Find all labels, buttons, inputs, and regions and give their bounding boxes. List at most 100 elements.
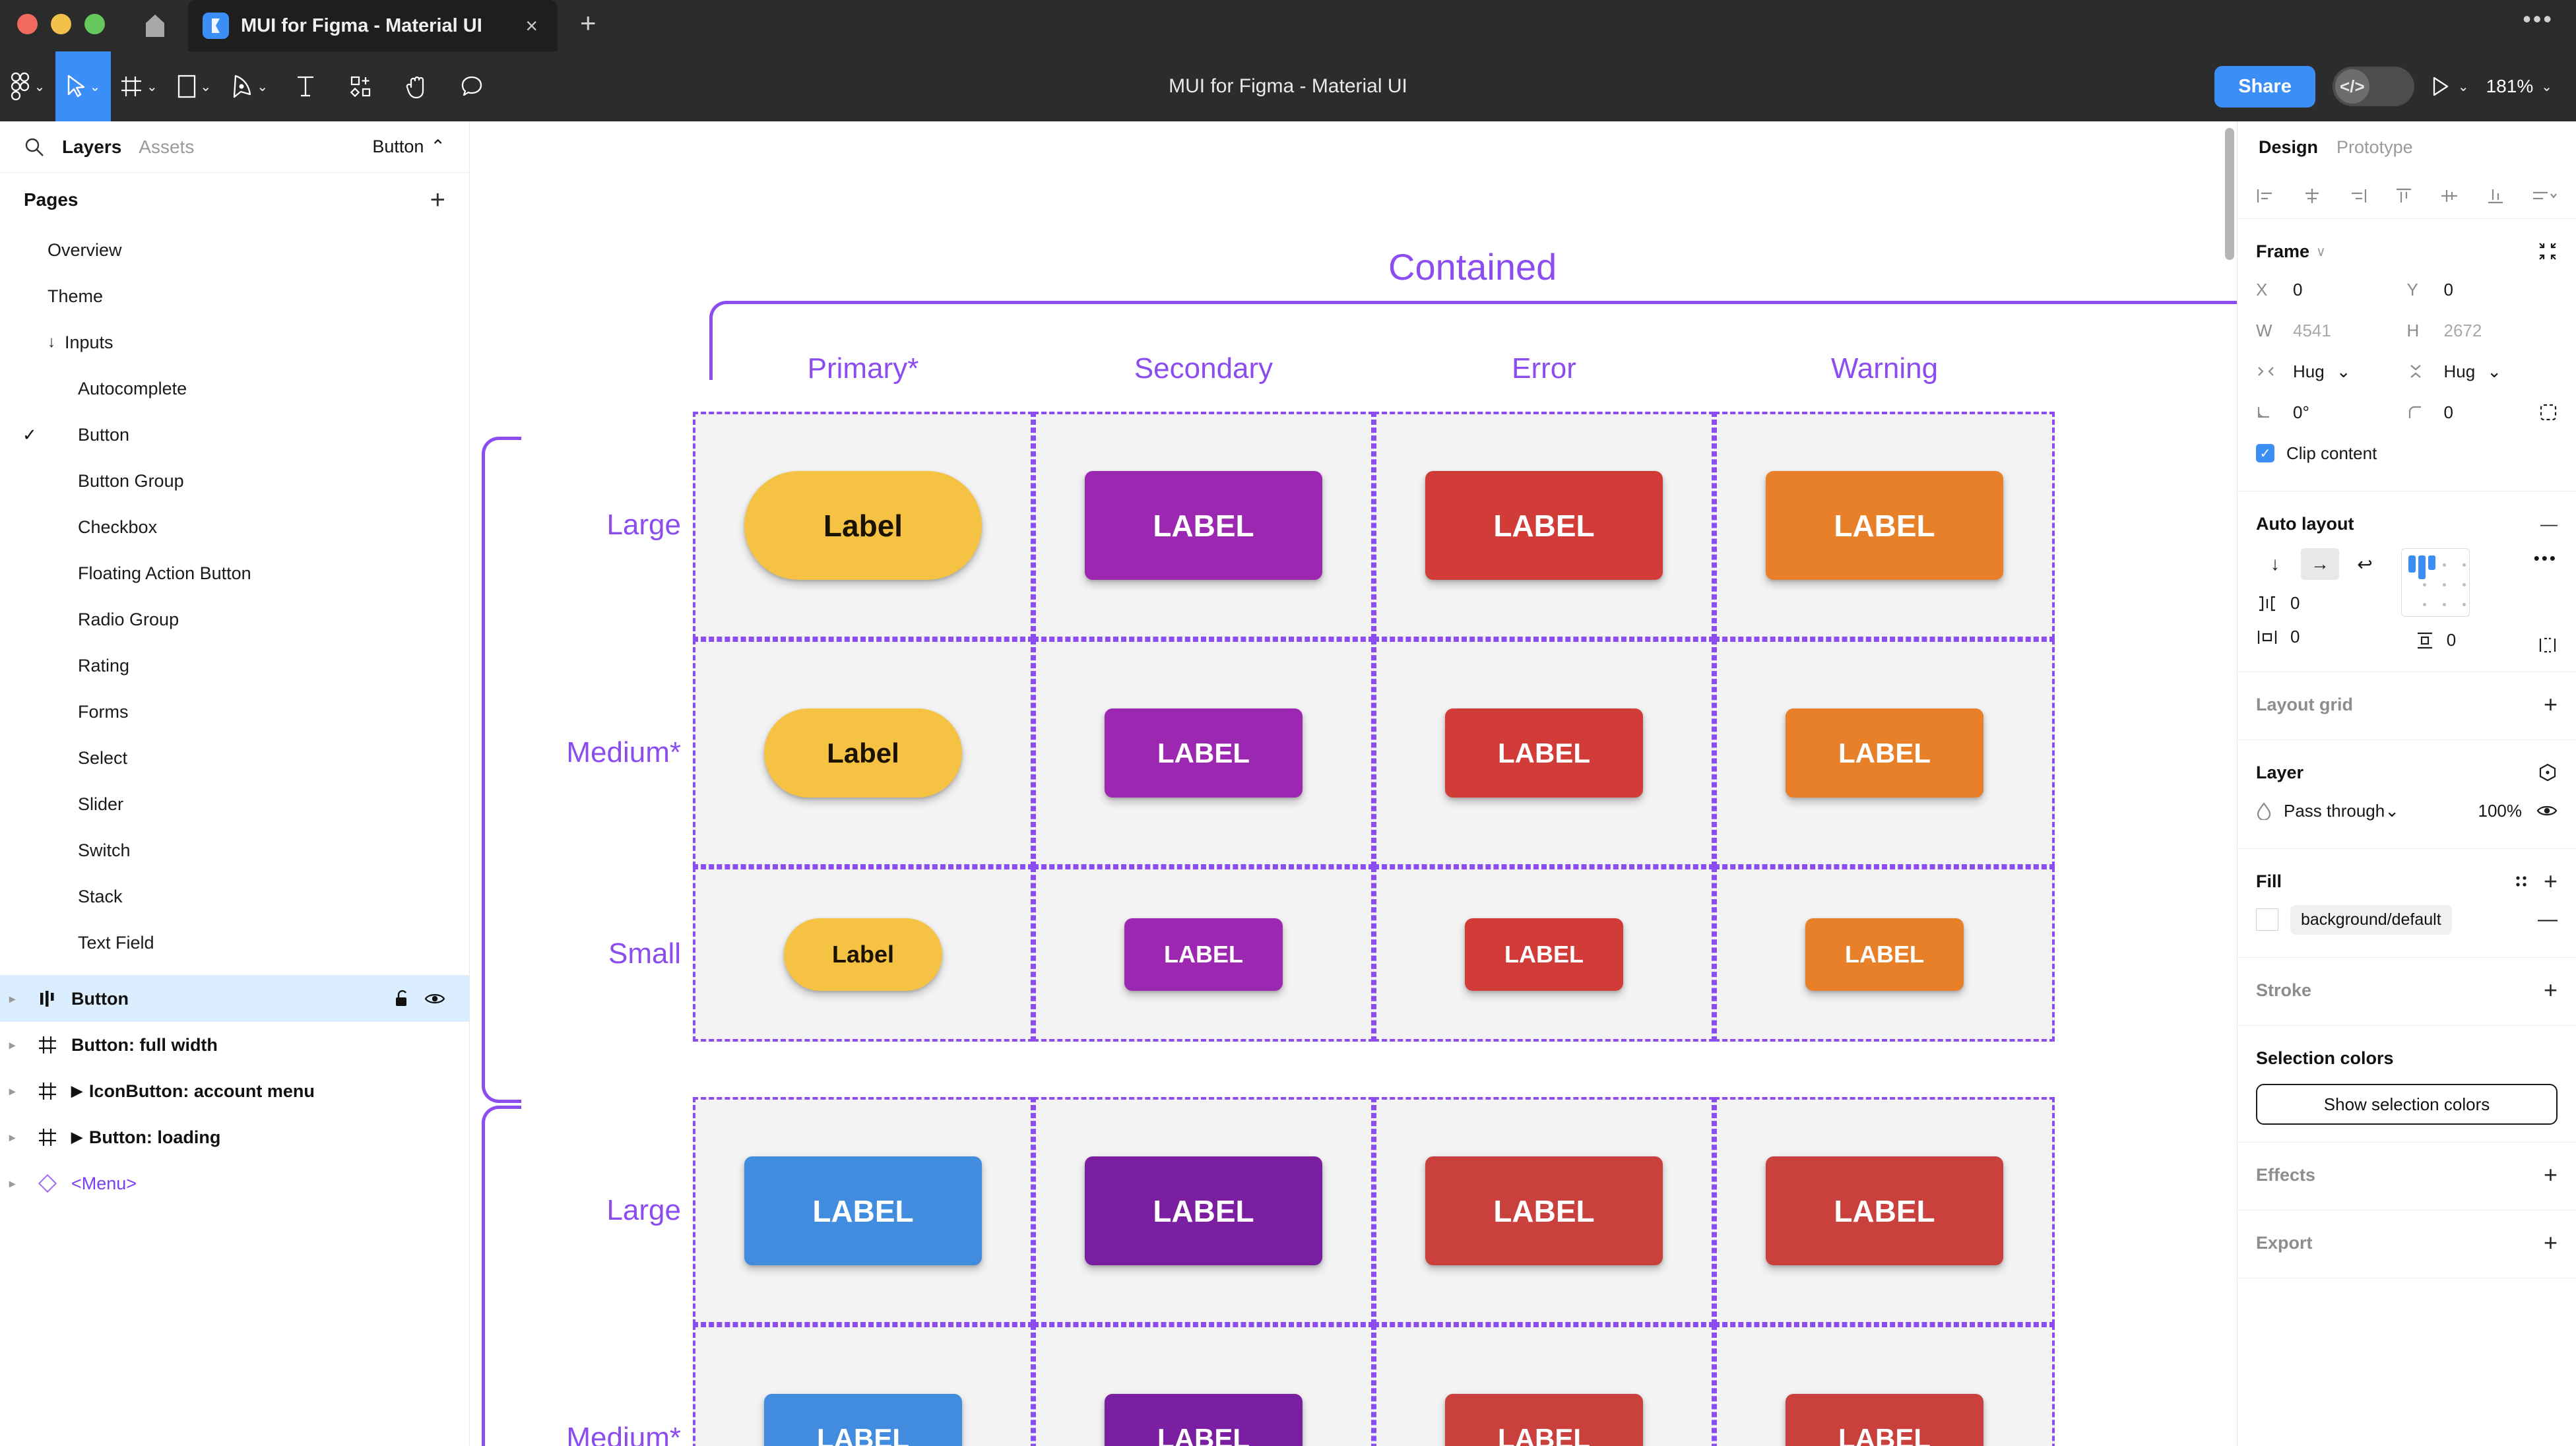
outlined-button-1-0[interactable]: LABEL: [764, 1394, 962, 1446]
layer-disclosure-caret-icon[interactable]: ▸: [9, 1130, 16, 1144]
fill-color-swatch[interactable]: [2256, 908, 2278, 931]
page-item-checkbox[interactable]: Checkbox: [0, 504, 469, 550]
contained-button-2-1[interactable]: LABEL: [1124, 918, 1283, 991]
align-right-icon[interactable]: [2348, 187, 2367, 204]
page-item-slider[interactable]: Slider: [0, 781, 469, 827]
tool-comment[interactable]: [444, 51, 499, 121]
chevron-down-icon[interactable]: ⌄: [2457, 79, 2469, 94]
outlined-button-1-3[interactable]: LABEL: [1786, 1394, 1983, 1446]
canvas-vertical-scrollbar[interactable]: [2225, 128, 2234, 260]
browser-tab-active[interactable]: MUI for Figma - Material UI ×: [188, 0, 558, 51]
contained-button-1-2[interactable]: LABEL: [1445, 708, 1643, 798]
layer-disclosure-caret-icon[interactable]: ▸: [9, 1038, 16, 1052]
tool-shape[interactable]: ⌄: [167, 51, 222, 121]
tab-layers[interactable]: Layers: [62, 136, 122, 157]
add-export-button[interactable]: +: [2543, 1229, 2558, 1256]
vertical-resize-field[interactable]: Hug ⌄: [2407, 362, 2558, 382]
search-icon[interactable]: [24, 137, 45, 158]
page-item-autocomplete[interactable]: Autocomplete: [0, 365, 469, 412]
width-field[interactable]: W 4541: [2256, 321, 2407, 341]
minimize-window-button[interactable]: [51, 14, 71, 34]
opacity-value[interactable]: 100%: [2478, 800, 2523, 821]
tab-design[interactable]: Design: [2259, 137, 2319, 157]
horizontal-padding-value[interactable]: 0: [2290, 627, 2300, 646]
fill-style-name[interactable]: background/default: [2290, 904, 2452, 935]
contained-button-1-0[interactable]: Label: [764, 708, 962, 798]
page-expand-arrow-icon[interactable]: ↓: [48, 333, 55, 351]
eye-icon[interactable]: [424, 991, 445, 1007]
contained-button-0-0[interactable]: Label: [744, 471, 982, 580]
clip-content-checkbox[interactable]: ✓: [2256, 444, 2274, 462]
browser-overflow-menu-button[interactable]: •••: [2523, 5, 2554, 32]
tool-move[interactable]: ⌄: [55, 51, 111, 121]
tab-assets[interactable]: Assets: [139, 136, 195, 157]
present-button[interactable]: ⌄: [2431, 76, 2469, 97]
share-button[interactable]: Share: [2214, 65, 2315, 108]
gap-value[interactable]: 0: [2290, 593, 2300, 613]
page-item-overview[interactable]: Overview: [0, 227, 469, 273]
outlined-button-1-1[interactable]: LABEL: [1105, 1394, 1303, 1446]
show-selection-colors-button[interactable]: Show selection colors: [2256, 1084, 2558, 1125]
layer-disclosure-caret-icon[interactable]: ▸: [9, 991, 16, 1005]
home-button[interactable]: [122, 0, 188, 51]
align-top-icon[interactable]: [2394, 187, 2414, 204]
layer-disclosure-caret-icon[interactable]: ▸: [9, 1084, 16, 1098]
unlock-icon[interactable]: [394, 989, 411, 1009]
page-item-button-group[interactable]: Button Group: [0, 458, 469, 504]
tool-hand[interactable]: [389, 51, 444, 121]
tab-prototype[interactable]: Prototype: [2336, 137, 2413, 157]
individual-padding-icon[interactable]: [2538, 636, 2558, 654]
align-bottom-icon[interactable]: [2486, 187, 2505, 204]
remove-auto-layout-button[interactable]: —: [2540, 513, 2558, 534]
x-field[interactable]: X 0: [2256, 280, 2407, 300]
align-left-icon[interactable]: [2256, 187, 2276, 204]
page-item-switch[interactable]: Switch: [0, 827, 469, 873]
collapse-frame-icon[interactable]: [2538, 241, 2558, 261]
layer-styles-icon[interactable]: [2538, 763, 2558, 782]
layer-item-button-full-width[interactable]: ▸Button: full width: [0, 1022, 469, 1068]
add-layout-grid-button[interactable]: +: [2543, 691, 2558, 718]
layer-disclosure-caret-icon[interactable]: ▸: [9, 1176, 16, 1190]
page-item-select[interactable]: Select: [0, 735, 469, 781]
page-item-stack[interactable]: Stack: [0, 873, 469, 920]
zoom-level-selector[interactable]: 181% ⌄: [2486, 76, 2552, 97]
tool-pen[interactable]: ⌄: [222, 51, 278, 121]
outlined-button-0-1[interactable]: LABEL: [1085, 1156, 1322, 1265]
rotation-field[interactable]: 0°: [2256, 402, 2407, 423]
auto-layout-wrap-button[interactable]: ↩: [2357, 553, 2373, 575]
outlined-button-1-2[interactable]: LABEL: [1445, 1394, 1643, 1446]
vertical-padding-value[interactable]: 0: [2446, 630, 2457, 650]
fill-styles-icon[interactable]: [2513, 873, 2529, 889]
page-item-forms[interactable]: Forms: [0, 689, 469, 735]
add-fill-button[interactable]: +: [2543, 867, 2558, 895]
tool-frame[interactable]: ⌄: [111, 51, 167, 121]
dev-mode-toggle[interactable]: </>: [2332, 67, 2414, 106]
contained-button-2-2[interactable]: LABEL: [1465, 918, 1623, 991]
outlined-button-0-2[interactable]: LABEL: [1425, 1156, 1663, 1265]
close-window-button[interactable]: [17, 14, 38, 34]
auto-layout-alignment-pad[interactable]: [2401, 548, 2470, 617]
align-horizontal-center-icon[interactable]: [2302, 187, 2322, 204]
page-item-inputs[interactable]: ↓Inputs: [0, 319, 469, 365]
align-vertical-center-icon[interactable]: [2439, 187, 2459, 204]
add-effect-button[interactable]: +: [2543, 1161, 2558, 1188]
tool-figma-menu[interactable]: ⌄: [0, 51, 55, 121]
outlined-button-0-3[interactable]: LABEL: [1766, 1156, 2003, 1265]
auto-layout-horizontal-button[interactable]: →: [2301, 548, 2339, 580]
layer-item-button[interactable]: ▸Button: [0, 976, 469, 1022]
auto-layout-vertical-button[interactable]: ↓: [2270, 553, 2280, 574]
contained-button-2-0[interactable]: Label: [784, 918, 942, 991]
page-item-theme[interactable]: Theme: [0, 273, 469, 319]
distribute-icon[interactable]: [2531, 187, 2558, 204]
tool-text[interactable]: [278, 51, 333, 121]
page-item-rating[interactable]: Rating: [0, 643, 469, 689]
contained-button-0-3[interactable]: LABEL: [1766, 471, 2003, 580]
horizontal-resize-field[interactable]: Hug ⌄: [2256, 362, 2407, 382]
page-item-text-field[interactable]: Text Field: [0, 920, 469, 966]
page-item-radio-group[interactable]: Radio Group: [0, 596, 469, 643]
close-tab-button[interactable]: ×: [525, 14, 538, 38]
remove-fill-button[interactable]: —: [2538, 908, 2558, 930]
clip-content-row[interactable]: ✓ Clip content: [2256, 433, 2558, 474]
independent-corners-icon[interactable]: [2539, 403, 2558, 422]
